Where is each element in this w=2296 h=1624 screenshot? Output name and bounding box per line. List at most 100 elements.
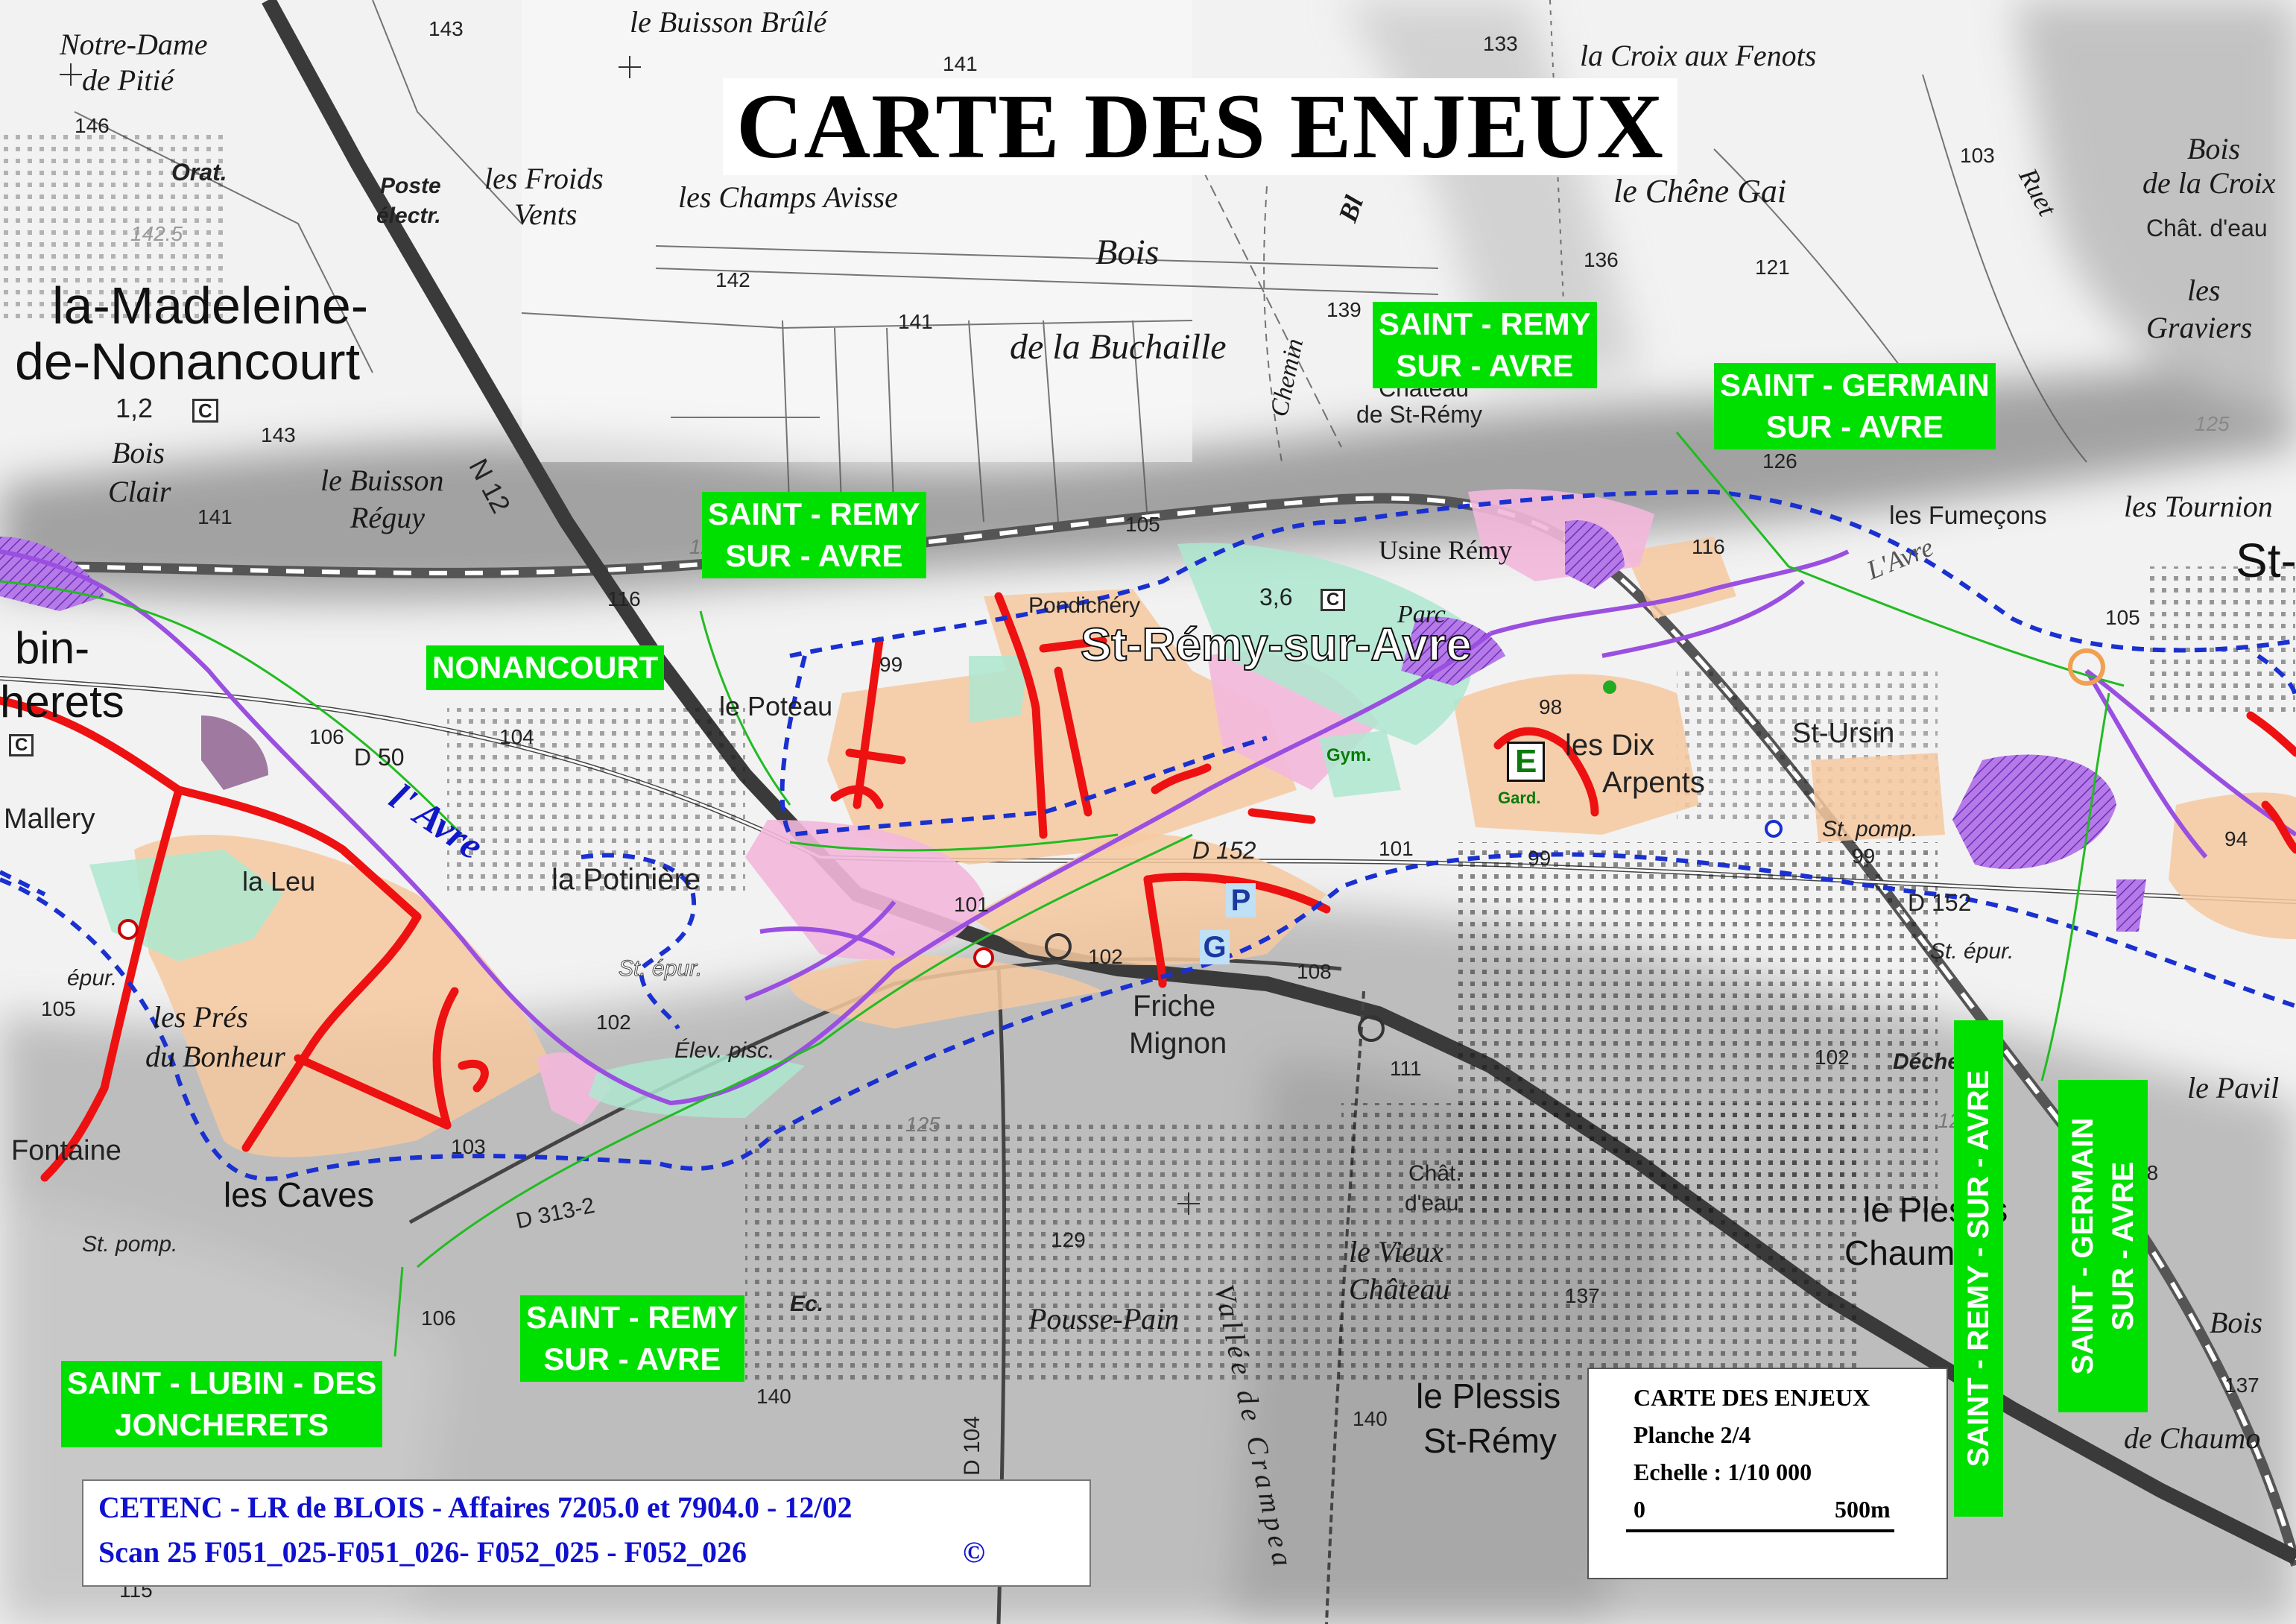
spot-height: 133 <box>1483 32 1518 55</box>
place-label: Bois <box>1095 233 1160 272</box>
legend-scale-max: 500m <box>1835 1496 1891 1523</box>
enjeux-roads <box>0 592 2296 1182</box>
parking-symbol: P <box>1226 883 1256 917</box>
spot-height: 101 <box>1379 837 1414 860</box>
place-label: le Vieux <box>1349 1235 1443 1268</box>
purple-zone <box>1565 520 1625 589</box>
spot-height: 103 <box>1960 144 1995 167</box>
leisure-zone <box>589 1055 805 1118</box>
spot-height: 106 <box>309 725 344 748</box>
commune-label-saint-remy-vertical: SAINT - REMY - SUR - AVRE <box>1954 1020 2003 1517</box>
activity-zone <box>537 1052 611 1125</box>
spot-height: 142 <box>715 268 750 291</box>
place-label: électr. <box>376 203 441 228</box>
spot-height: 105 <box>41 997 76 1020</box>
spot-height: 141 <box>197 505 233 528</box>
spot-height: 137 <box>1565 1284 1600 1307</box>
road-n12 <box>262 0 2296 1564</box>
spot-height: 111 <box>1390 1057 1422 1080</box>
place-label: les Dix <box>1565 729 1655 762</box>
spot-height: 102 <box>1088 945 1123 968</box>
place-label: le Chêne Gai <box>1613 173 1787 209</box>
town-label: de-Nonancourt <box>15 332 361 391</box>
road-label: D 152 <box>1908 889 1972 916</box>
plateau <box>522 0 1192 462</box>
school-symbol: E <box>1507 742 1546 782</box>
habitat-zone <box>2169 792 2296 939</box>
place-label: Fontaine <box>11 1135 121 1166</box>
spot-height: 104 <box>499 725 534 748</box>
spot-height: 141 <box>898 310 933 333</box>
spot-height: 99 <box>1528 847 1552 870</box>
place-label: Château <box>1349 1272 1450 1306</box>
spot-height: 108 <box>1297 960 1332 983</box>
place-label: Usine Rémy <box>1379 535 1512 565</box>
habitat-zone <box>827 589 1297 865</box>
place-label: St. épur. <box>618 956 703 981</box>
spot-height: 3,6 <box>1259 584 1293 610</box>
place-label: de St-Rémy <box>1356 401 1482 428</box>
place-label: la Croix aux Fenots <box>1580 39 1817 72</box>
place-label: le Poteau <box>719 691 833 721</box>
place-label: Vents <box>514 198 578 231</box>
spot-height: 102 <box>596 1011 631 1034</box>
place-label: de la Croix <box>2142 166 2276 200</box>
place-label: les Tournion <box>2124 490 2273 523</box>
place-label: St-Ursin <box>1792 718 1895 749</box>
spot-height: 142.5 <box>130 222 183 245</box>
spot-height: 125 <box>2195 412 2230 435</box>
spot-height: 116 <box>607 587 641 610</box>
spot-height: 98 <box>1539 695 1563 718</box>
field-boundaries <box>74 0 2087 522</box>
place-label: St. pomp. <box>82 1232 178 1257</box>
place-label: le Buisson <box>320 464 444 497</box>
legend-box: CARTE DES ENJEUX Planche 2/4 Echelle : 1… <box>1587 1368 1948 1579</box>
place-label: les <box>2187 274 2221 307</box>
spot-height: 140 <box>756 1385 791 1408</box>
legend-scale: Echelle : 1/10 000 <box>1634 1459 1812 1485</box>
place-label: Ec. <box>790 1292 824 1316</box>
spot-height: 105 <box>1125 513 1160 536</box>
commune-label-nonancourt: NONANCOURT <box>426 645 665 690</box>
spot-height: 99 <box>1852 844 1876 868</box>
commune-borders <box>0 432 2125 1357</box>
spot-height: 140 <box>1353 1407 1388 1430</box>
activity-zone <box>745 820 984 960</box>
built-areas <box>0 134 2295 1386</box>
credits-line2: Scan 25 F051_025-F051_026- F052_025 - F0… <box>98 1535 747 1569</box>
place-label: Mallery <box>4 803 95 835</box>
spot-height: 143 <box>261 423 296 446</box>
place-label: les Froids <box>484 162 604 195</box>
place-label: le Buisson Brûlé <box>630 5 827 39</box>
road-label: D 104 <box>960 1415 984 1476</box>
spot-height: 106 <box>421 1307 456 1330</box>
spot-height: 94 <box>2224 827 2248 850</box>
place-label: le Pavil <box>2187 1071 2280 1105</box>
place-label: Mignon <box>1129 1027 1227 1060</box>
place-label: Notre-Dame <box>60 28 208 61</box>
town-label: St-Rémy-sur-Avre <box>1080 619 1473 671</box>
leisure-zone <box>969 656 1028 723</box>
place-label: les Champs Avisse <box>678 180 898 214</box>
habitat-zone <box>1811 753 1945 842</box>
spot-height: 99 <box>879 653 903 676</box>
place-label: Friche <box>1133 990 1216 1023</box>
town-label: herets <box>0 677 124 727</box>
spot-height: 102 <box>1815 1046 1850 1069</box>
place-label: Bois <box>2187 132 2241 165</box>
place-label: la Potinière <box>551 863 701 896</box>
credits-box: CETENC - LR de BLOIS - Affaires 7205.0 e… <box>82 1479 1091 1587</box>
place-label: de Pitié <box>82 63 174 97</box>
copyright-symbol: © <box>963 1535 985 1569</box>
place-label: St. épur. <box>1930 939 2014 964</box>
gard-label: Gard. <box>1498 789 1541 807</box>
spot-height: 125 <box>905 1113 940 1136</box>
place-label: les Caves <box>224 1175 374 1214</box>
gendarmerie-symbol: G <box>1200 930 1230 964</box>
place-label: les Fumeçons <box>1889 502 2047 530</box>
spot-height: 139 <box>1326 298 1362 321</box>
